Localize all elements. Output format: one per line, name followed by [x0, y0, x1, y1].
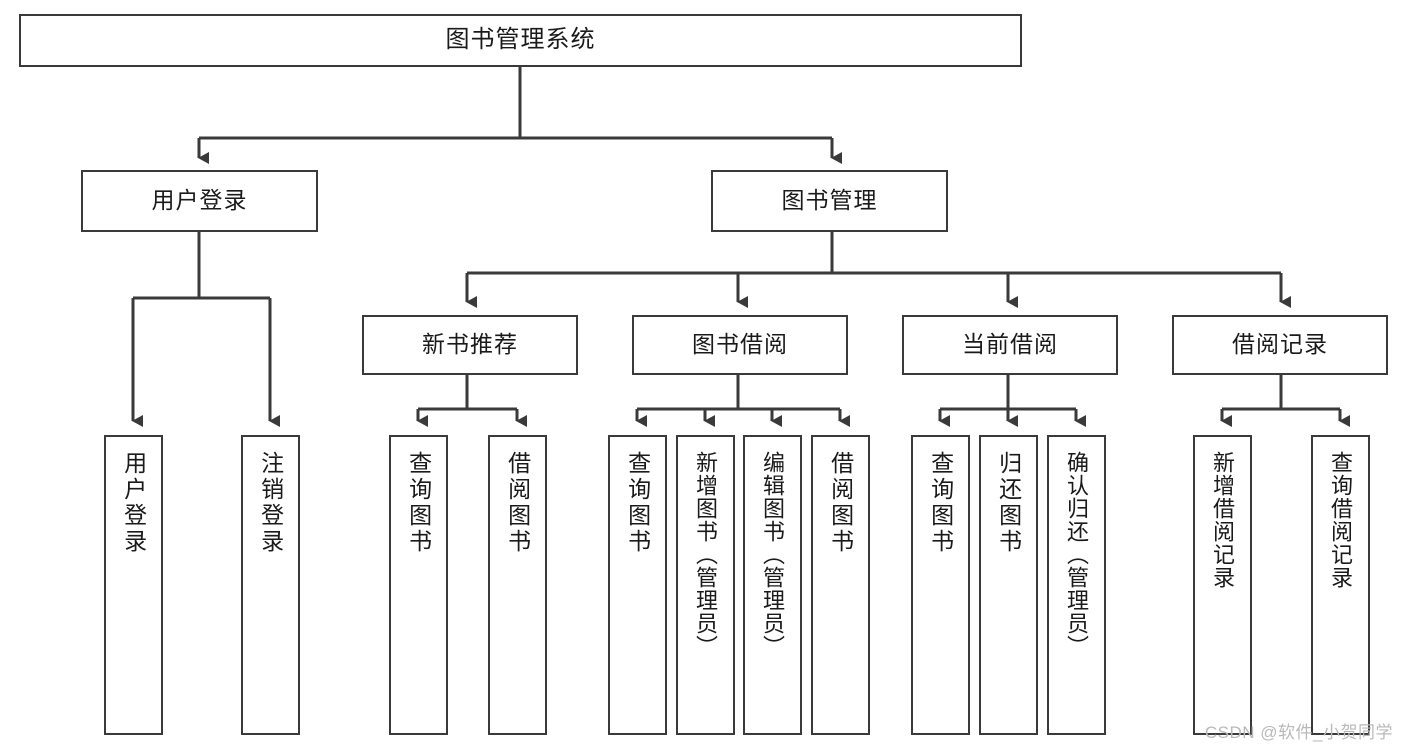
node-label: 借阅图书: [827, 451, 854, 555]
leaf-add-book-admin[interactable]: 新增图书（管理员）: [676, 435, 735, 735]
node-label: 确认归还（管理员）: [1064, 451, 1090, 658]
node-new-book-recommendation[interactable]: 新书推荐: [362, 315, 578, 375]
leaf-borrow-book[interactable]: 借阅图书: [811, 435, 870, 735]
leaf-user-login[interactable]: 用户登录: [104, 435, 163, 735]
node-label: 查询图书: [624, 451, 651, 555]
node-label: 借阅图书: [504, 451, 531, 555]
node-label: 当前借阅: [962, 331, 1058, 358]
node-current-borrowing[interactable]: 当前借阅: [902, 315, 1118, 375]
node-label: 编辑图书（管理员）: [760, 451, 786, 658]
node-label: 查询借阅记录: [1328, 451, 1354, 589]
leaf-confirm-return-admin[interactable]: 确认归还（管理员）: [1047, 435, 1106, 735]
csdn-watermark: CSDN @软件_小贺同学: [1204, 723, 1393, 742]
node-root-library-management-system[interactable]: 图书管理系统: [19, 14, 1022, 67]
leaf-query-book-current[interactable]: 查询图书: [911, 435, 970, 735]
node-label: 用户登录: [120, 451, 147, 555]
node-user-login[interactable]: 用户登录: [81, 170, 318, 232]
node-book-borrowing[interactable]: 图书借阅: [632, 315, 848, 375]
node-label: 查询图书: [927, 451, 954, 555]
leaf-query-book-borrow[interactable]: 查询图书: [608, 435, 667, 735]
leaf-borrow-book-newbook[interactable]: 借阅图书: [488, 435, 547, 735]
node-label: 图书管理: [781, 187, 878, 214]
leaf-logout[interactable]: 注销登录: [241, 435, 300, 735]
node-label: 用户登录: [151, 187, 248, 214]
node-label: 图书管理系统: [445, 26, 596, 54]
node-label: 注销登录: [257, 451, 284, 555]
node-label: 借阅记录: [1232, 331, 1328, 358]
leaf-add-borrow-record[interactable]: 新增借阅记录: [1193, 435, 1252, 735]
node-label: 新增借阅记录: [1210, 451, 1236, 589]
node-borrowing-record[interactable]: 借阅记录: [1172, 315, 1388, 375]
leaf-query-book-newbook[interactable]: 查询图书: [389, 435, 448, 735]
node-label: 新增图书（管理员）: [693, 451, 719, 658]
node-label: 查询图书: [405, 451, 432, 555]
node-book-management[interactable]: 图书管理: [711, 170, 948, 232]
node-label: 新书推荐: [422, 331, 518, 358]
node-label: 归还图书: [995, 451, 1022, 555]
leaf-edit-book-admin[interactable]: 编辑图书（管理员）: [743, 435, 802, 735]
leaf-query-borrow-record[interactable]: 查询借阅记录: [1311, 435, 1370, 735]
node-label: 图书借阅: [692, 331, 788, 358]
leaf-return-book[interactable]: 归还图书: [979, 435, 1038, 735]
